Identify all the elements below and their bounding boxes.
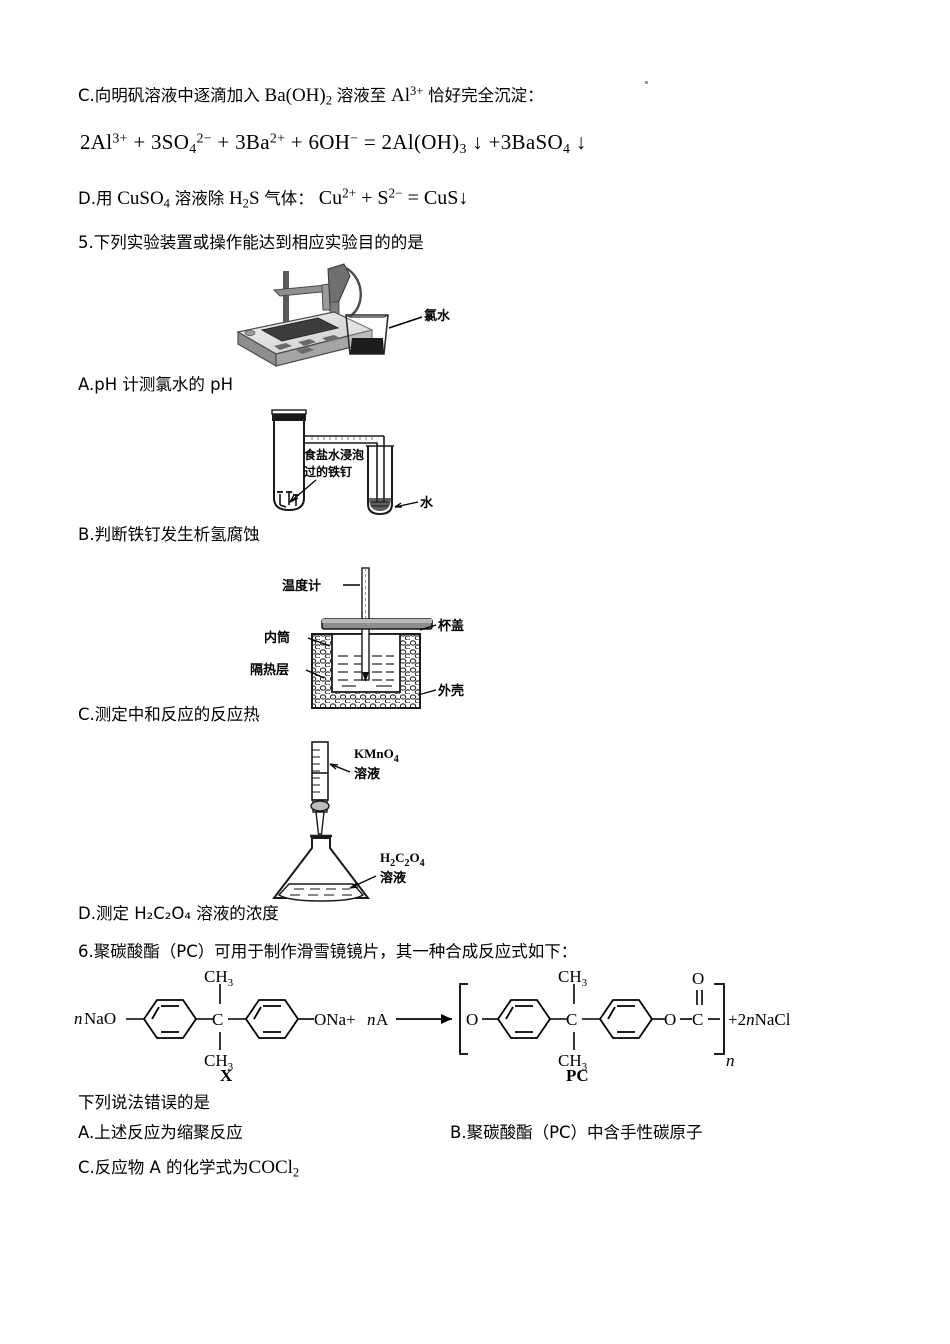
label-iron-nails: 过的铁钉	[304, 464, 352, 479]
q4-option-c-suffix: 恰好完全沉淀：	[428, 86, 544, 105]
label-insulation-layer: 隔热层	[250, 662, 289, 678]
reactant-central-carbon: C	[212, 1010, 223, 1029]
product-byproduct: +2nNaCl	[728, 1010, 791, 1029]
label-water: 水	[420, 495, 434, 511]
reactant-naoh-left: NaO	[84, 1009, 116, 1028]
q6-option-b: B.聚碳酸酯（PC）中含手性碳原子	[450, 1123, 703, 1142]
benzene-ring-1	[142, 999, 198, 1039]
q5-option-b-text: B.判断铁钉发生析氢腐蚀	[78, 525, 260, 544]
label-h2c2o4-solution: 溶液	[380, 870, 406, 886]
titration-apparatus: KMnO4 溶液 H2C2O4 溶液	[250, 741, 470, 908]
q5-stem: 5.下列实验装置或操作能达到相应实验目的的是	[78, 233, 424, 252]
label-outer-shell: 外壳	[437, 683, 464, 699]
q6-stem: 6.聚碳酸酯（PC）可用于制作滑雪镜镜片，其一种合成反应式如下：	[78, 942, 578, 961]
product-ether-o-left: O	[466, 1010, 478, 1029]
q5-option-d-text: D.测定 H₂C₂O₄ 溶液的浓度	[78, 904, 279, 923]
scan-speck-artifact	[645, 81, 648, 84]
q6-prompt: 下列说法错误的是	[78, 1093, 210, 1112]
iron-nail-corrosion-apparatus: 食盐水浸泡 过的铁钉 水	[256, 406, 456, 518]
benzene-ring-3	[496, 999, 552, 1039]
polycarbonate-reaction-scheme: n NaO C CH3 CH3 ONa+ n A	[60, 962, 896, 1085]
ph-meter-apparatus: 氯水	[226, 254, 466, 372]
label-saltwater-soaked: 食盐水浸泡	[303, 447, 364, 462]
label-chlorine-water: 氯水	[424, 308, 451, 324]
q5-option-c-label: C.测定中和反应的反应热	[78, 701, 260, 725]
label-cup-lid: 杯盖	[438, 618, 464, 634]
product-degree-n: n	[726, 1051, 735, 1070]
reactant-name-X: X	[220, 1066, 233, 1085]
q4-option-c-mid: 溶液至	[336, 86, 387, 105]
product-ester-o: O	[664, 1010, 676, 1029]
calorimeter-apparatus: 温度计 内筒 隔热层 杯盖 外壳	[250, 567, 480, 709]
reactant-n-italic: n	[367, 1010, 376, 1029]
reactant-methyl-top: CH3	[204, 967, 234, 989]
product-methyl-bottom: CH3	[558, 1051, 588, 1073]
q5-option-b-label: B.判断铁钉发生析氢腐蚀	[78, 521, 260, 545]
q5-option-a-label: A.pH 计测氯水的 pH	[78, 371, 233, 395]
q5-option-c-text: C.测定中和反应的反应热	[78, 705, 260, 724]
product-methyl-top: CH3	[558, 967, 588, 989]
reactant-n-prefix: n	[74, 1009, 83, 1028]
label-kmno4-solution: 溶液	[354, 766, 380, 782]
label-h2c2o4: H2C2O4	[380, 850, 425, 869]
label-inner-cylinder: 内筒	[264, 630, 290, 646]
reactant-A: A	[376, 1010, 389, 1029]
reactant-ona-suffix: ONa+	[314, 1010, 356, 1029]
label-kmno4: KMnO4	[354, 746, 399, 765]
q5-option-a-text: A.pH 计测氯水的 pH	[78, 375, 233, 394]
product-central-carbon: C	[566, 1010, 577, 1029]
product-name-PC: PC	[566, 1066, 589, 1085]
q4-option-c: C.向明矾溶液中逐滴加入 Ba(OH)2 溶液至 Al3+ 恰好完全沉淀：	[78, 83, 544, 108]
q4-ionic-equation-c: 2Al3+ + 3SO42− + 3Ba2+ + 6OH− = 2Al(OH)3…	[80, 130, 587, 156]
q6-option-a: A.上述反应为缩聚反应	[78, 1123, 243, 1142]
reactant-methyl-bottom: CH3	[204, 1051, 234, 1073]
q4-option-d-mid2: 气体：	[264, 189, 314, 208]
product-carbonyl-oxygen: O	[692, 969, 704, 988]
q6-option-c: C.反应物 A 的化学式为COCl2	[78, 1157, 300, 1180]
benzene-ring-2	[244, 999, 300, 1039]
benzene-ring-4	[598, 999, 654, 1039]
q4-option-d-prefix: D.用	[78, 189, 113, 208]
q4-option-d: D.用 CuSO4 溶液除 H2S 气体： Cu2+ + S2− = CuS↓	[78, 185, 469, 211]
q4-option-c-prefix: C.向明矾溶液中逐滴加入	[78, 86, 260, 105]
q4-option-d-mid1: 溶液除	[174, 189, 225, 208]
q5-option-d-label: D.测定 H₂C₂O₄ 溶液的浓度	[78, 900, 279, 924]
label-thermometer: 温度计	[282, 578, 321, 594]
product-carbonyl-carbon: C	[692, 1010, 703, 1029]
